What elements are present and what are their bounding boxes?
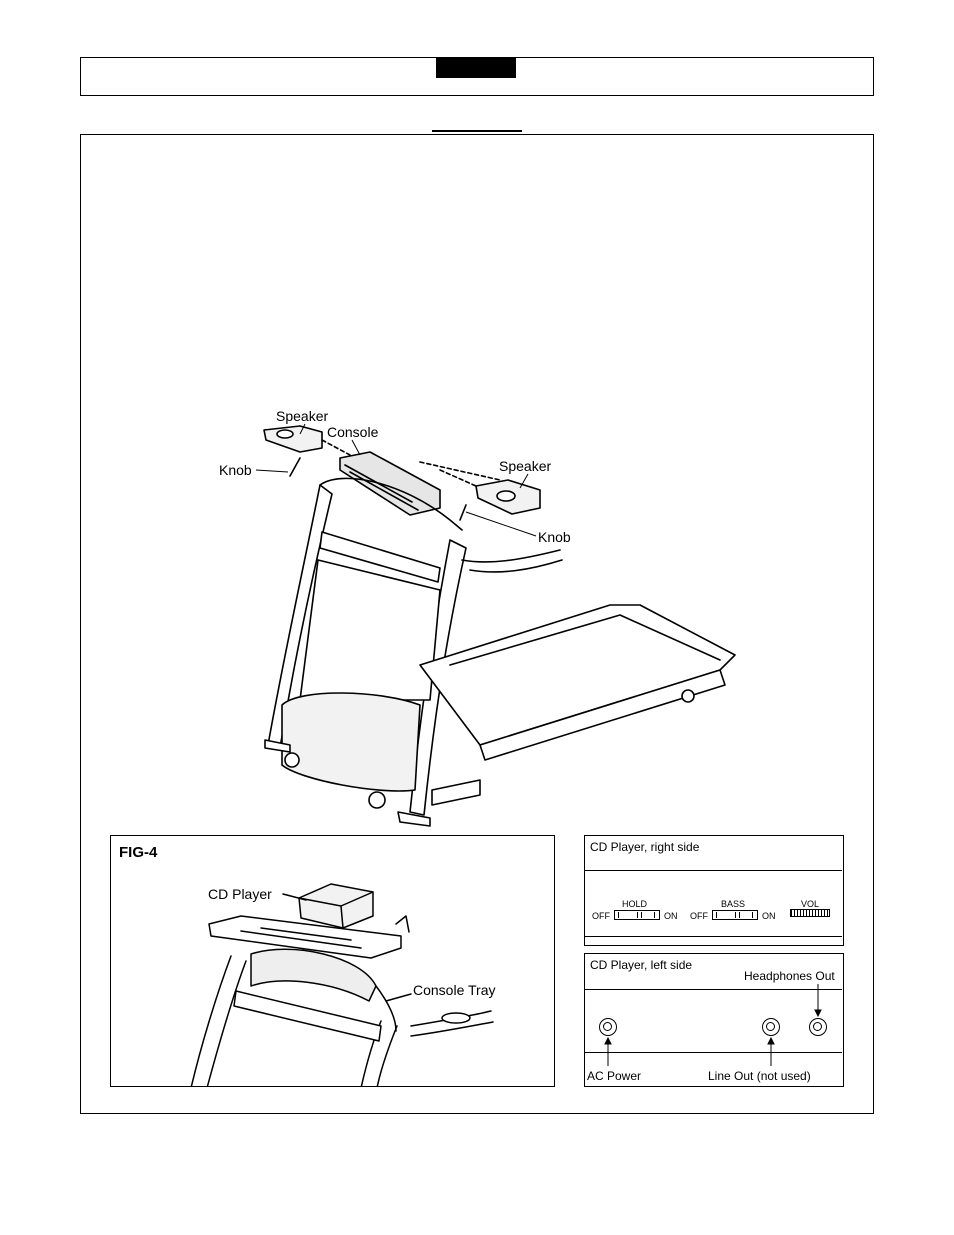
fig4-illustration: [190, 883, 494, 1086]
knob-left-label: Knob: [219, 462, 252, 478]
right-panel-divider-top: [585, 870, 842, 871]
hold-switch-ridge: [641, 912, 655, 918]
right-panel-divider-bottom: [585, 936, 842, 937]
hold-switch-thumb: [618, 912, 638, 918]
main-frame: [80, 134, 874, 1114]
speaker-right-label: Speaker: [499, 458, 552, 474]
hold-switch[interactable]: [614, 910, 660, 920]
section-title-rule: [432, 130, 522, 132]
bass-off-label: OFF: [690, 911, 708, 921]
hold-off-label: OFF: [592, 911, 610, 921]
ac-power-label: AC Power: [587, 1069, 642, 1083]
bass-switch-thumb: [716, 912, 736, 918]
line-out-label: Line Out (not used): [708, 1069, 811, 1083]
console-tray-label: Console Tray: [413, 982, 496, 998]
header-tab: [436, 57, 516, 78]
left-panel-arrows: [604, 984, 822, 1066]
volume-wheel[interactable]: [790, 909, 830, 917]
bass-switch[interactable]: [712, 910, 758, 920]
line-out-jack[interactable]: [762, 1018, 780, 1036]
right-panel-title: CD Player, right side: [590, 840, 700, 854]
ac-power-jack[interactable]: [599, 1018, 617, 1036]
cd-player-left-panel: CD Player, left side Headphones Out AC P…: [584, 953, 844, 1087]
left-panel-divider-bottom: [585, 1052, 842, 1053]
console-label: Console: [327, 424, 379, 440]
knob-right-label: Knob: [538, 529, 571, 545]
left-panel-divider-top: [585, 989, 842, 990]
fig4-title: FIG-4: [119, 844, 158, 861]
bass-on-label: ON: [762, 911, 776, 921]
bass-label: BASS: [721, 899, 746, 909]
cd-player-label: CD Player: [208, 886, 272, 902]
ac-power-jack-inner: [603, 1022, 612, 1031]
headphones-jack-inner: [813, 1022, 822, 1031]
left-panel-title: CD Player, left side: [590, 958, 693, 972]
bass-switch-ridge: [739, 912, 753, 918]
vol-label: VOL: [801, 899, 820, 909]
hold-on-label: ON: [664, 911, 678, 921]
headphones-out-label: Headphones Out: [744, 969, 835, 983]
headphones-jack[interactable]: [809, 1018, 827, 1036]
fig4-inset: FIG-4: [110, 835, 555, 1087]
speaker-left-label: Speaker: [276, 408, 329, 424]
cd-player-right-panel: CD Player, right side HOLD OFF ON BASS O…: [584, 835, 844, 946]
line-out-jack-inner: [766, 1022, 775, 1031]
hold-label: HOLD: [622, 899, 648, 909]
